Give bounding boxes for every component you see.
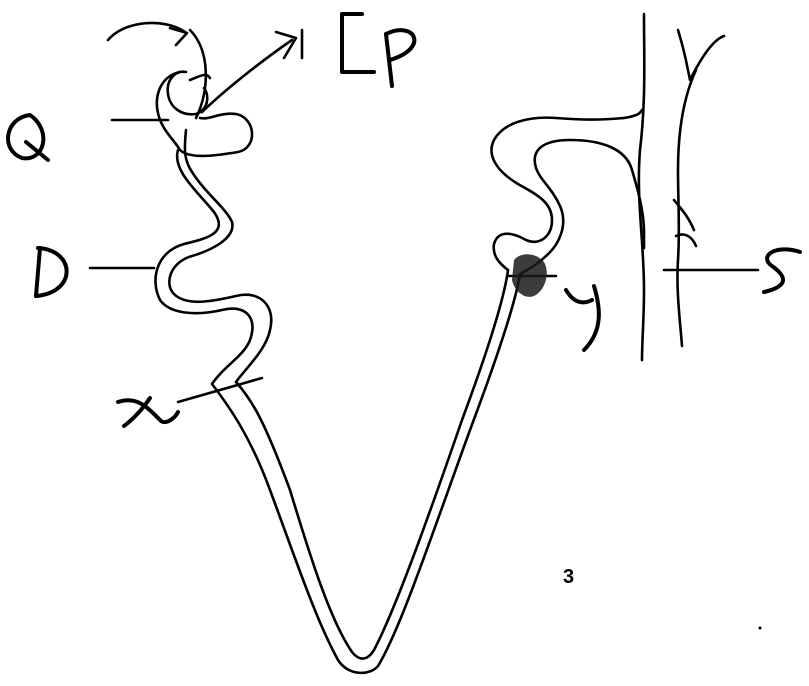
macula-densa [512,254,547,297]
pointer-arrow-to-p [202,30,302,112]
page-number: 3 [563,566,574,589]
label-p-text: P [0,0,10,4]
bowmans-capsule [157,72,210,150]
bracket-p [342,14,374,72]
label-q [8,115,168,160]
loop-of-henle [212,270,520,673]
collecting-duct [624,14,724,360]
distal-convoluted-tubule [491,118,644,274]
stray-mark [759,627,762,630]
label-s [664,249,800,292]
label-d [36,248,154,296]
proximal-convoluted-tubule [155,114,271,384]
